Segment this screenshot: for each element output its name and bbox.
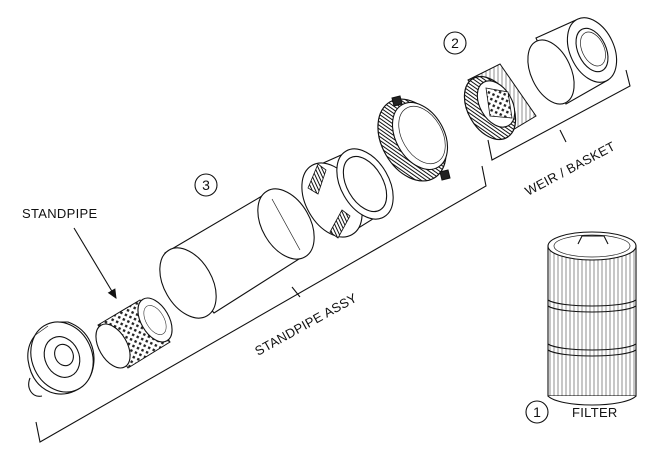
callout-standpipe-assy: 3 [194,173,218,197]
callout-weir-basket: 2 [443,31,467,55]
coupling-ring-part [301,148,394,239]
filter-cartridge-part [547,231,637,406]
threaded-ring-part [377,95,451,182]
standpipe-assy-bracket [35,165,487,443]
weir-basket-bracket [487,69,631,161]
weir-part [527,17,618,105]
standpipe-assy-label: STANDPIPE ASSY [252,290,359,359]
standpipe-tube-part [159,188,315,319]
weir-basket-label: WEIR / BASKET [522,138,617,198]
filter-label: FILTER [572,405,618,420]
end-cap-part [27,321,95,397]
svg-text:1: 1 [533,404,541,420]
basket-part [463,63,537,141]
svg-text:2: 2 [451,35,459,51]
standpipe-label: STANDPIPE [22,206,97,221]
standpipe-pointer-arrow [73,227,117,299]
svg-text:3: 3 [202,177,210,193]
callout-filter: 1 [525,400,549,424]
standpipe-part [95,297,173,369]
